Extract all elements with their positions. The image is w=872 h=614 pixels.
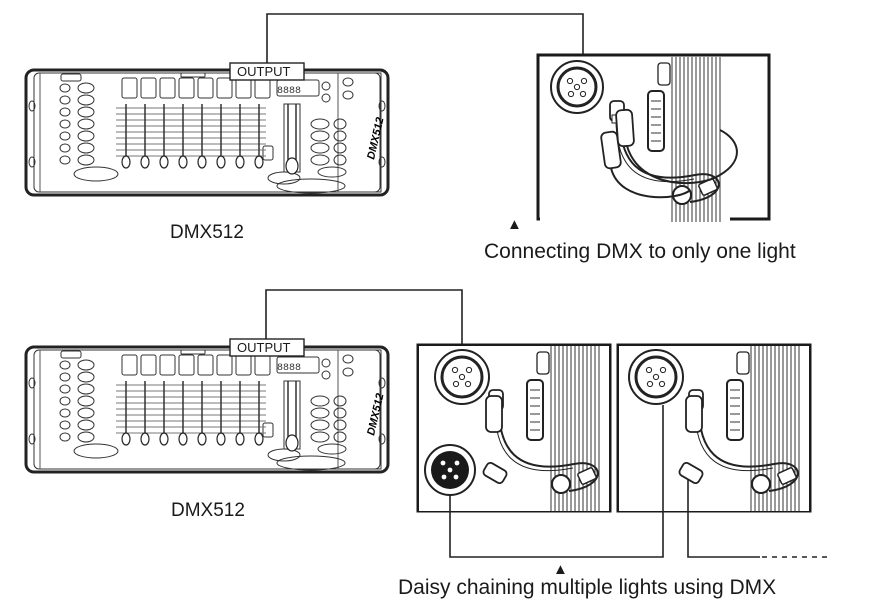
bottom-section: DMX512 (24, 289, 832, 558)
dmx-console-icon (24, 68, 390, 197)
xlr-female-connector-icon (628, 349, 684, 405)
console-caption: DMX512 (170, 222, 244, 243)
caption-single-light: Connecting DMX to only one light (484, 240, 796, 263)
xlr-female-connector-icon (550, 60, 604, 114)
caption-marker: ▲ (553, 561, 568, 578)
xlr-female-connector-icon (434, 349, 490, 405)
caption-marker: ▲ (507, 216, 522, 233)
output-label: OUTPUT (237, 340, 291, 355)
xlr-male-connector-icon (424, 444, 476, 496)
output-label-box (229, 338, 305, 357)
caption-daisy-chain: Daisy chaining multiple lights using DMX (398, 576, 777, 599)
dmx-cable (266, 13, 584, 63)
chain-cable-continued (687, 480, 760, 558)
top-section: DMX512 (24, 13, 771, 223)
dmx-cable (265, 289, 463, 352)
dmx-console-icon (24, 345, 390, 474)
output-label: OUTPUT (237, 64, 291, 79)
console-caption: DMX512 (171, 500, 245, 521)
chain-cable (449, 405, 664, 558)
